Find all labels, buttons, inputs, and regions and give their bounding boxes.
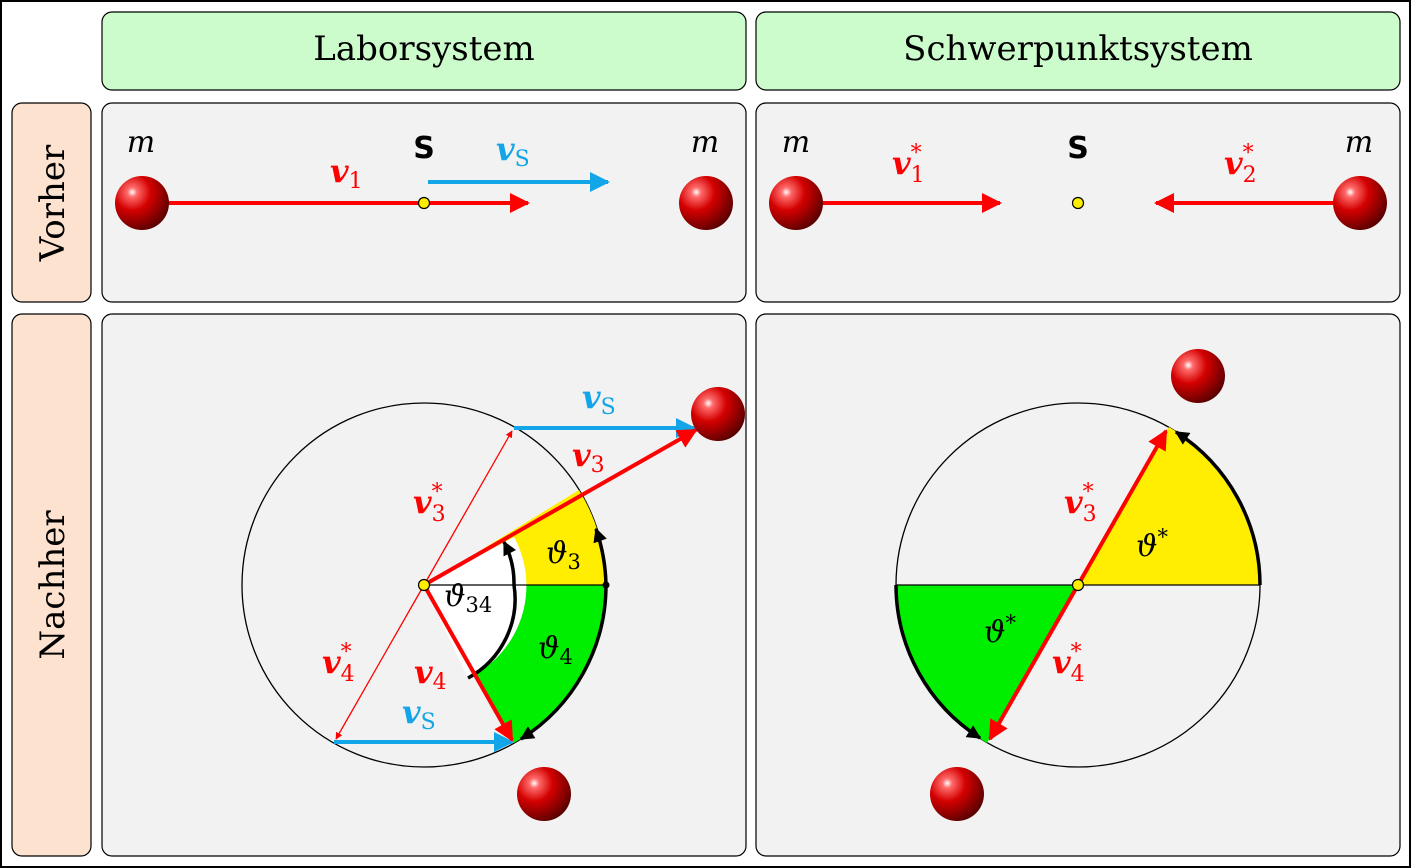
label-vS-before: vS	[496, 130, 530, 172]
row-label-after: Nachher	[11, 313, 92, 857]
lab-before-diagram: m m S v1 vS	[115, 125, 733, 230]
mass-ball-icon	[517, 767, 571, 821]
arrow-v3-star-cm	[1076, 429, 1168, 586]
label-theta-star-upper: ϑ*	[1136, 525, 1168, 564]
center-of-mass-icon	[1071, 578, 1085, 592]
center-label: S	[1067, 131, 1089, 166]
arrow-v4	[422, 584, 514, 742]
mass-ball-icon	[691, 387, 745, 441]
header-cm: Schwerpunktsystem	[755, 11, 1401, 91]
mass-label: m	[691, 125, 719, 160]
label-v3-star-cm: v*3	[1064, 480, 1097, 527]
label-theta-star-lower: ϑ*	[984, 611, 1016, 650]
arrow-v4-star-cm	[988, 584, 1080, 741]
arc-theta3-inner	[502, 540, 516, 586]
header-cm-label: Schwerpunktsystem	[903, 29, 1253, 69]
label-v2-star: v*2	[1224, 141, 1257, 188]
cm-after-diagram: v*3 v*4 ϑ* ϑ*	[894, 349, 1262, 821]
mass-ball-icon	[115, 176, 169, 230]
label-vS-bottom: vS	[402, 693, 436, 735]
mass-ball-icon	[1171, 349, 1225, 403]
center-of-mass-icon	[1071, 196, 1085, 210]
center-of-mass-icon	[417, 196, 431, 210]
arrow-v4-star	[335, 584, 425, 740]
row-label-after-text: Nachher	[33, 510, 73, 660]
label-vS-top: vS	[582, 378, 616, 420]
label-v1-star: v*1	[892, 141, 925, 188]
header-lab: Laborsystem	[101, 11, 747, 91]
row-label-before: Vorher	[11, 102, 92, 303]
arrow-v3	[423, 428, 698, 587]
mass-ball-icon	[769, 176, 823, 230]
label-v4-star-cm: v*4	[1052, 640, 1085, 687]
arc-theta-star-upper	[1174, 430, 1262, 586]
row-label-before-text: Vorher	[33, 144, 73, 262]
mass-ball-icon	[1333, 176, 1387, 230]
arc-theta-star-lower	[894, 584, 982, 740]
center-of-mass-icon	[417, 578, 431, 592]
mass-label: m	[1345, 125, 1373, 160]
label-v4: v4	[414, 653, 447, 695]
mass-ball-icon	[930, 767, 984, 821]
arrow-v3-star	[423, 430, 513, 586]
label-theta34: ϑ34	[444, 579, 492, 617]
label-v3-star: v*3	[413, 480, 446, 527]
center-label: S	[413, 131, 435, 166]
mass-label: m	[127, 125, 155, 160]
label-theta4: ϑ4	[538, 631, 573, 669]
mass-label: m	[782, 125, 810, 160]
header-lab-label: Laborsystem	[313, 29, 534, 69]
label-v3: v3	[572, 436, 605, 478]
lab-after-diagram: vS vS v3 v4 v*3 v*4 ϑ3 ϑ4 ϑ34	[241, 378, 745, 821]
label-v4-star: v*4	[322, 640, 355, 687]
label-v1: v1	[330, 152, 363, 194]
cm-before-diagram: m m S v*1 v*2	[769, 125, 1387, 230]
label-theta3: ϑ3	[546, 536, 581, 574]
arc-theta4-outer	[519, 584, 608, 741]
mass-ball-icon	[679, 176, 733, 230]
arc-theta34-inner	[467, 584, 517, 680]
